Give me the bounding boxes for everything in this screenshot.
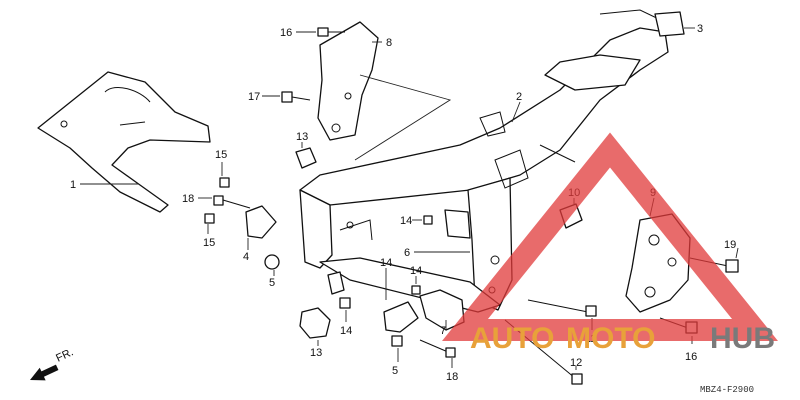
front-arrow-icon: [30, 364, 59, 381]
callout-5-bottom: 5: [392, 365, 398, 377]
callout-7: 7: [440, 325, 446, 337]
watermark-moto: MOTO: [566, 322, 655, 355]
bolt-16-top: [317, 27, 345, 37]
lower-left-parts: [299, 271, 465, 347]
callout-6: 6: [404, 247, 410, 259]
callout-18-lower: 18: [446, 371, 458, 383]
callout-3: 3: [697, 23, 703, 35]
center-small-parts: [411, 209, 471, 295]
callout-14-mid: 14: [380, 257, 392, 269]
callout-8: 8: [386, 37, 392, 49]
callout-16-right: 16: [685, 351, 697, 363]
callout-12: 12: [570, 357, 582, 369]
callout-13-lower: 13: [310, 347, 322, 359]
callout-4: 4: [243, 251, 249, 263]
clamp-13-upper: [295, 147, 317, 169]
automotohub-watermark-logo: AUTO MOTO HUB: [442, 132, 778, 355]
callout-14-center: 14: [400, 215, 412, 227]
left-hardware-cluster: [204, 177, 280, 270]
callout-14-lower: 14: [410, 265, 422, 277]
rear-block-part: [654, 11, 685, 37]
upper-bracket-part: [317, 21, 379, 141]
bolt-18-lower: [419, 339, 456, 358]
callout-17: 17: [248, 91, 260, 103]
watermark-auto: AUTO: [470, 322, 554, 355]
callout-14-left: 14: [340, 325, 352, 337]
front-direction-label: FR.: [54, 346, 75, 364]
callout-16-top: 16: [280, 27, 292, 39]
bolt-17: [281, 91, 311, 103]
callout-15-top: 15: [215, 149, 227, 161]
callout-18-left: 18: [182, 193, 194, 205]
callout-2: 2: [516, 91, 522, 103]
callout-19: 19: [724, 239, 736, 251]
watermark-hub: HUB: [710, 322, 775, 355]
callout-15-bottom: 15: [203, 237, 215, 249]
callout-5-left: 5: [269, 277, 275, 289]
callout-1: 1: [70, 179, 76, 191]
skid-plate-part: [37, 71, 211, 213]
diagram-code: MBZ4-F2900: [700, 385, 754, 395]
callout-13-upper: 13: [296, 131, 308, 143]
